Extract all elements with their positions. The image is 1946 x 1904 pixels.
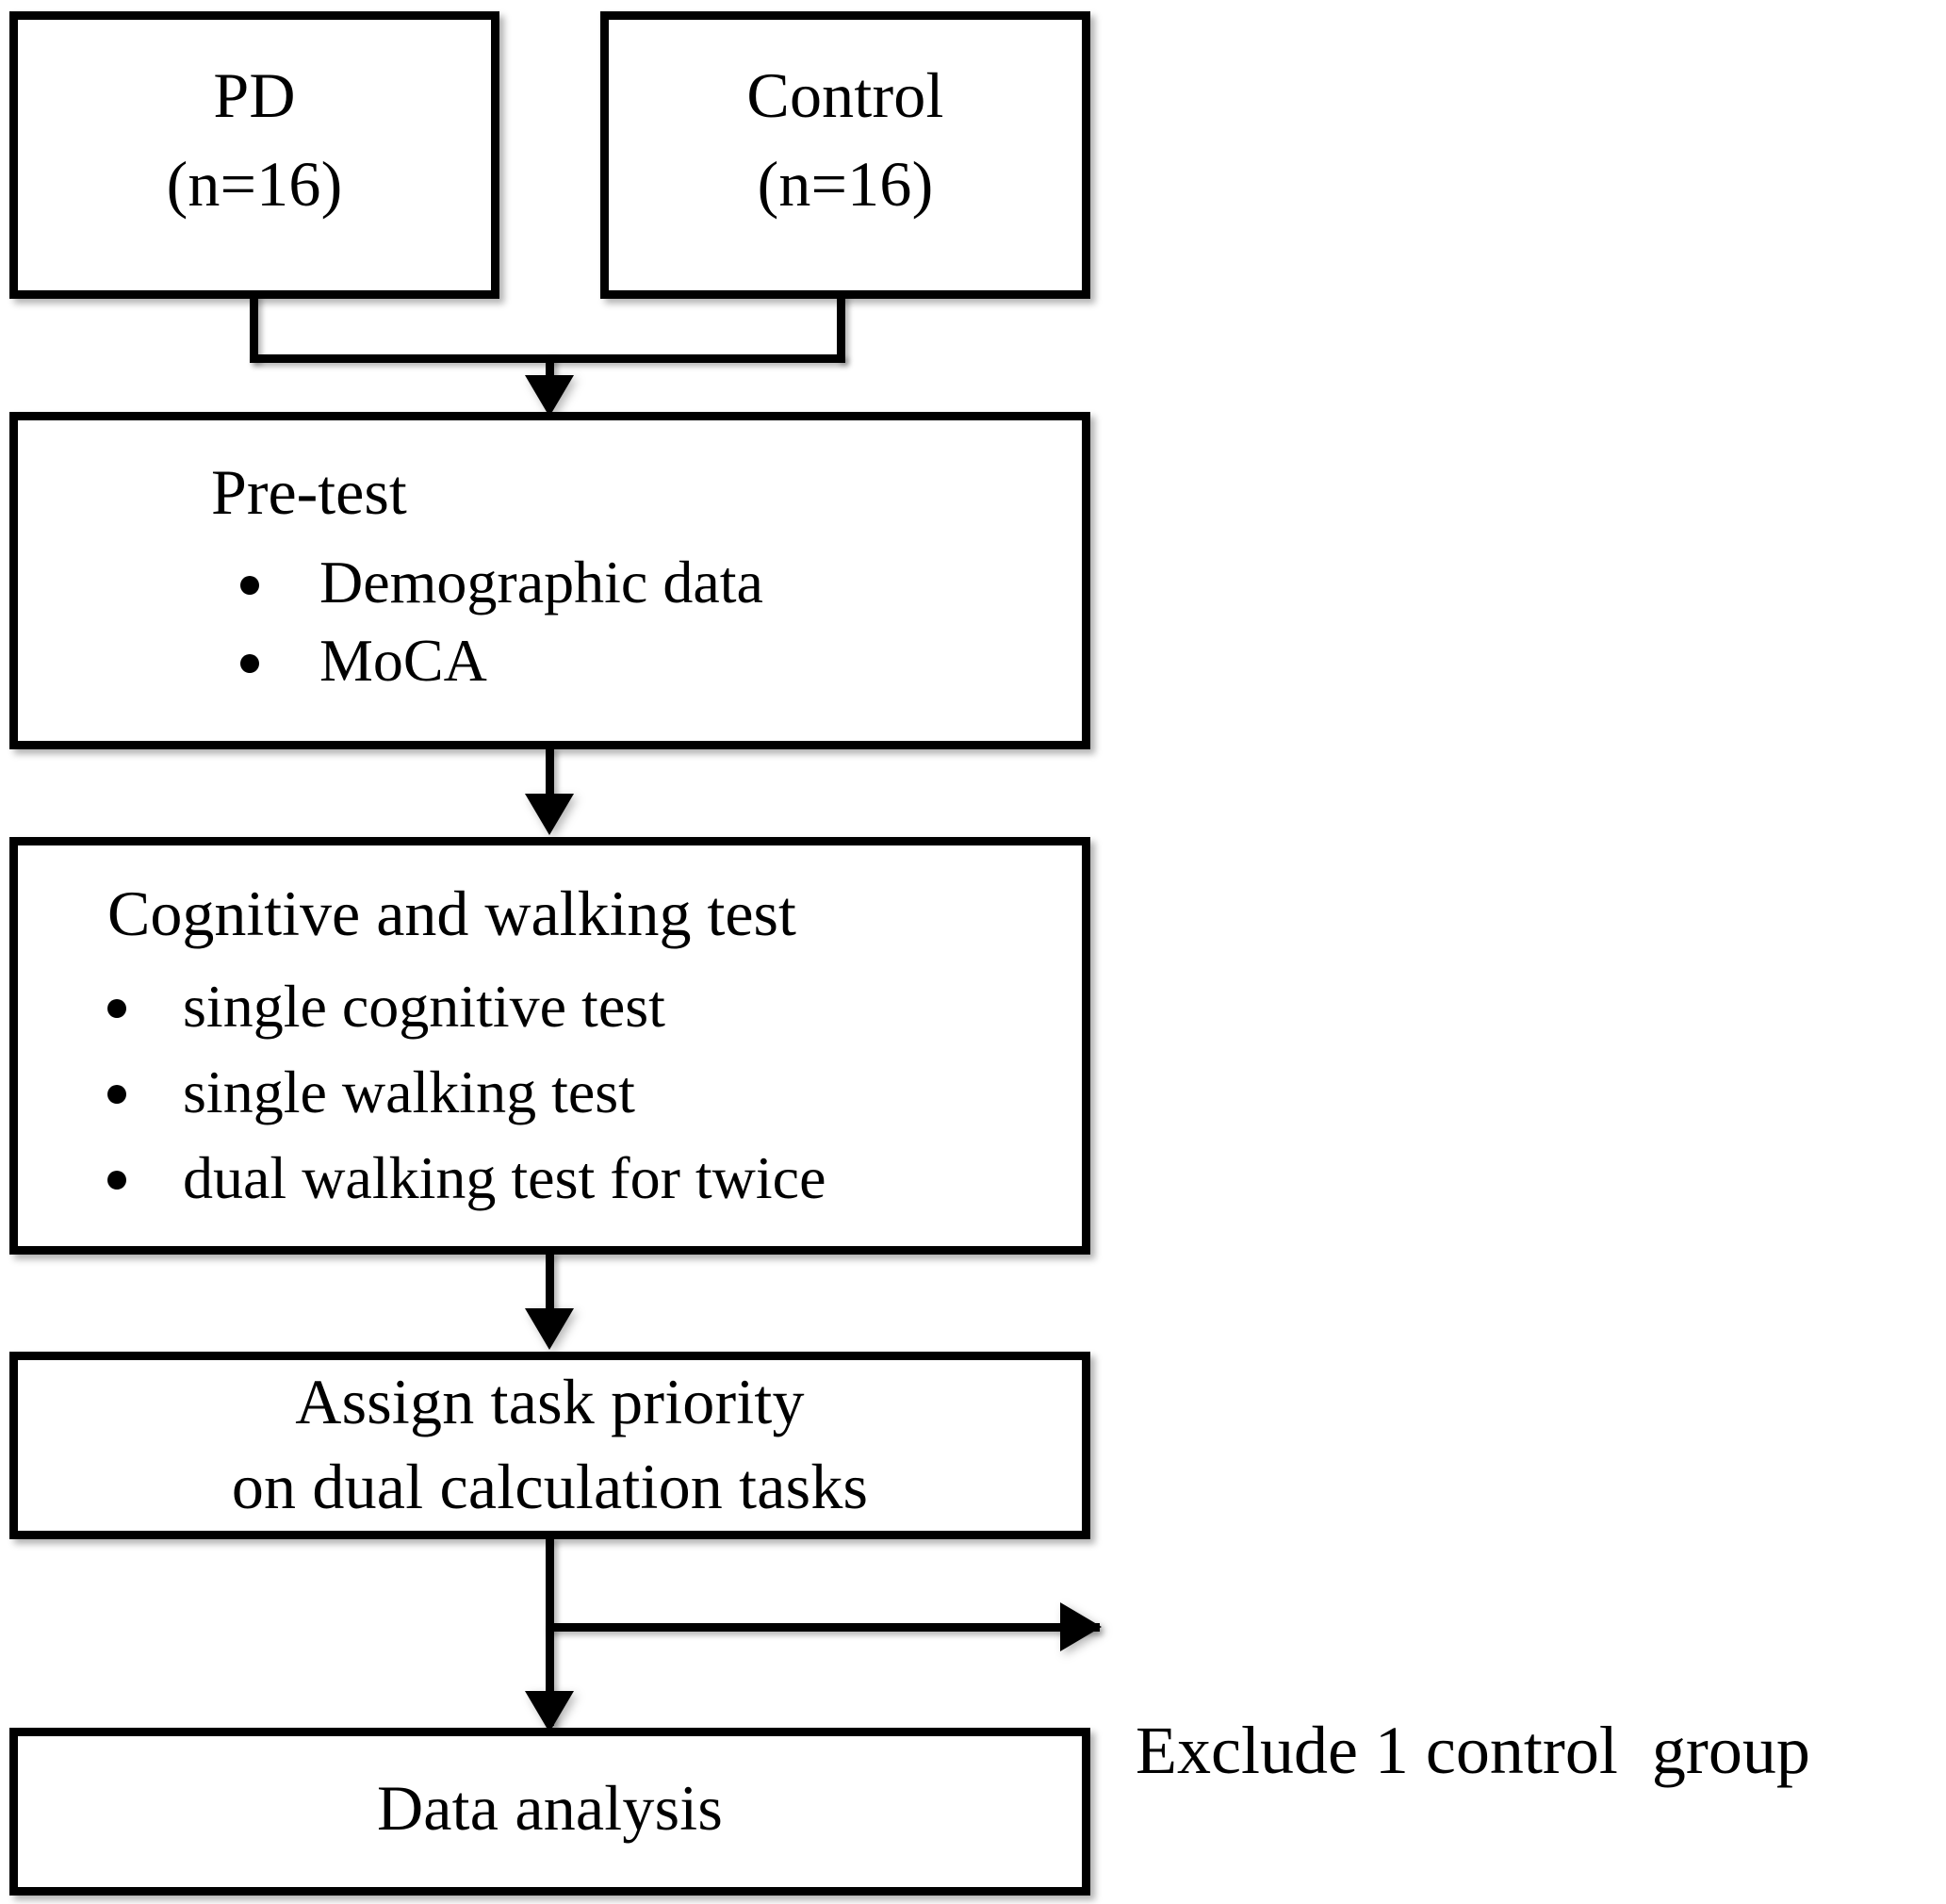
- node-pretest-bullet-1: Demographic data: [319, 549, 763, 616]
- bullet-icon: [240, 576, 259, 595]
- annotation-exclusion: Exclude 1 control group Withdraw of cons…: [1136, 1551, 1810, 1904]
- node-control-group-body: Control (n=16): [609, 20, 1082, 290]
- edge-pretest-to-cognitive-line: [546, 747, 554, 804]
- bullet-icon: [107, 1085, 126, 1104]
- node-pd-group[interactable]: PD (n=16): [9, 11, 499, 299]
- node-pretest[interactable]: Pre-test Demographic data MoCA: [9, 412, 1090, 749]
- edge-merge-stem: [546, 354, 554, 394]
- node-pd-group-body: PD (n=16): [18, 20, 491, 290]
- node-data-analysis-label: Data analysis: [376, 1772, 724, 1844]
- node-cognitive-walking[interactable]: Cognitive and walking test single cognit…: [9, 837, 1090, 1255]
- bullet-icon: [107, 999, 126, 1018]
- edge-cognitive-to-assign-arrowhead: [525, 1308, 574, 1350]
- edge-pretest-to-cognitive-arrowhead: [525, 794, 574, 835]
- node-cognitive-walking-bullet-3: dual walking test for twice: [183, 1144, 826, 1211]
- node-pretest-bullet-2: MoCA: [319, 627, 487, 694]
- node-data-analysis[interactable]: Data analysis: [9, 1728, 1090, 1896]
- node-pd-group-line1: PD: [213, 59, 296, 131]
- node-control-group-line2: (n=16): [757, 148, 934, 220]
- edge-assign-to-analysis-line: [546, 1537, 554, 1726]
- node-control-group-line1: Control: [746, 59, 944, 131]
- edge-cognitive-to-assign-line: [546, 1253, 554, 1317]
- node-assign-priority[interactable]: Assign task priority on dual calculation…: [9, 1352, 1090, 1539]
- node-cognitive-walking-bullet-1: single cognitive test: [183, 973, 665, 1040]
- edge-exclusion-branch-line: [546, 1623, 1100, 1632]
- node-cognitive-walking-body: Cognitive and walking test single cognit…: [18, 845, 1082, 1246]
- node-assign-priority-line2: on dual calculation tasks: [231, 1451, 869, 1522]
- bullet-icon: [107, 1171, 126, 1190]
- node-control-group[interactable]: Control (n=16): [600, 11, 1090, 299]
- edge-exclusion-branch-arrowhead: [1060, 1602, 1102, 1651]
- node-pretest-body: Pre-test Demographic data MoCA: [18, 420, 1082, 741]
- node-cognitive-walking-heading: Cognitive and walking test: [107, 878, 796, 949]
- node-pretest-heading: Pre-test: [211, 456, 407, 528]
- edge-control-dropline: [837, 294, 845, 362]
- bullet-icon: [240, 654, 259, 673]
- node-assign-priority-body: Assign task priority on dual calculation…: [18, 1360, 1082, 1531]
- annotation-exclusion-line1: Exclude 1 control group: [1136, 1712, 1810, 1788]
- edge-pd-dropline: [250, 294, 258, 362]
- node-pd-group-line2: (n=16): [166, 148, 343, 220]
- edge-merge-arrowhead: [525, 375, 574, 417]
- node-data-analysis-body: Data analysis: [18, 1736, 1082, 1887]
- node-assign-priority-line1: Assign task priority: [295, 1366, 805, 1437]
- edge-assign-to-analysis-arrowhead: [525, 1691, 574, 1732]
- node-cognitive-walking-bullet-2: single walking test: [183, 1059, 635, 1125]
